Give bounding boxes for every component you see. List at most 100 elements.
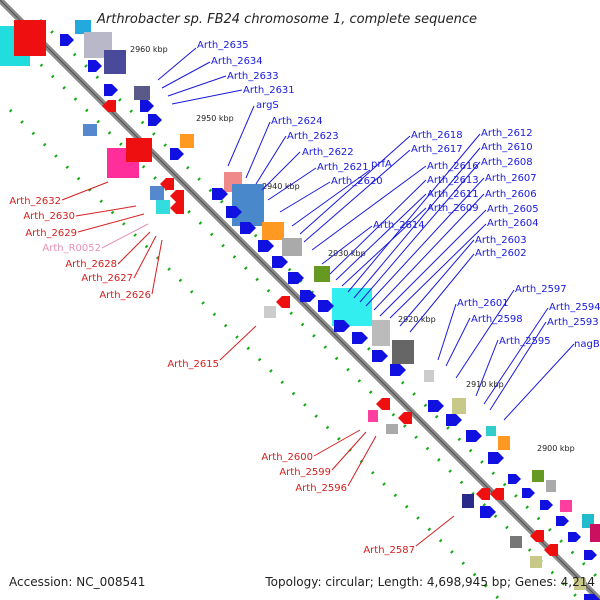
gene-arrow bbox=[160, 178, 174, 190]
gene-block bbox=[264, 306, 276, 318]
gene-arrow bbox=[288, 272, 304, 284]
gene-arrow bbox=[170, 190, 184, 202]
gene-arrow bbox=[584, 594, 600, 600]
gene-arrow bbox=[556, 516, 569, 526]
gene-label: Arth_2594 bbox=[549, 302, 600, 313]
gene-label: Arth_2603 bbox=[475, 235, 527, 246]
gene-arrow bbox=[508, 474, 521, 484]
gene-arrow bbox=[490, 488, 504, 500]
gene-block bbox=[262, 222, 284, 240]
gene-block bbox=[134, 86, 150, 100]
gene-arrow bbox=[480, 506, 496, 518]
gene-label: Arth_2624 bbox=[271, 116, 323, 127]
gene-block bbox=[462, 494, 474, 508]
gene-block bbox=[232, 184, 264, 226]
gene-block bbox=[332, 288, 372, 326]
gene-block bbox=[546, 480, 556, 492]
gene-arrow bbox=[170, 202, 184, 214]
gene-arrow bbox=[276, 296, 290, 308]
gene-block bbox=[372, 320, 390, 346]
gene-arrow bbox=[488, 452, 504, 464]
gene-label: Arth_2604 bbox=[487, 218, 539, 229]
gene-arrow bbox=[372, 350, 388, 362]
gene-block bbox=[532, 470, 544, 482]
gene-arrow bbox=[240, 222, 256, 234]
reverse-gene-arrows bbox=[102, 100, 558, 556]
gene-label: prfA bbox=[371, 159, 392, 170]
tick-guide-lower bbox=[8, 108, 502, 600]
gene-block bbox=[150, 186, 164, 200]
gene-label: Arth_2614 bbox=[373, 220, 425, 231]
gene-arrow bbox=[300, 290, 316, 302]
scale-mark: 2910 kbp bbox=[466, 380, 504, 389]
gene-block bbox=[156, 200, 170, 214]
gene-arrow bbox=[466, 430, 482, 442]
gene-arrow bbox=[272, 256, 288, 268]
gene-label: Arth_2623 bbox=[287, 131, 339, 142]
gene-arrow bbox=[60, 34, 74, 46]
gene-block bbox=[314, 266, 330, 282]
gene-arrow bbox=[334, 320, 350, 332]
gene-arrow bbox=[148, 114, 162, 126]
gene-label: nagB bbox=[574, 339, 600, 350]
gene-arrow bbox=[544, 544, 558, 556]
gene-block bbox=[498, 436, 510, 450]
gene-label: Arth_2605 bbox=[487, 204, 539, 215]
gene-label: Arth_2601 bbox=[457, 298, 509, 309]
gene-block bbox=[530, 556, 542, 568]
gene-block bbox=[486, 426, 496, 436]
gene-block bbox=[282, 238, 302, 256]
forward-gene-arrows bbox=[60, 34, 600, 600]
map-title: Arthrobacter sp. FB24 chromosome 1, comp… bbox=[96, 12, 477, 27]
scale-marks: 2960 kbp 2950 kbp 2940 kbp 2930 kbp 2920… bbox=[130, 45, 575, 453]
gene-block bbox=[510, 536, 522, 548]
gene-label: Arth_2596 bbox=[295, 483, 347, 494]
scale-mark: 2920 kbp bbox=[398, 315, 436, 324]
gene-block bbox=[392, 340, 414, 364]
gene-arrow bbox=[140, 100, 154, 112]
gene-label: Arth_2632 bbox=[9, 196, 61, 207]
gene-block bbox=[104, 50, 126, 74]
gene-arrow bbox=[584, 550, 597, 560]
gene-arrow bbox=[376, 398, 390, 410]
gene-label: Arth_2622 bbox=[302, 147, 354, 158]
gene-block bbox=[180, 134, 194, 148]
gene-block bbox=[14, 20, 46, 56]
gene-arrow bbox=[170, 148, 184, 160]
gene-label: Arth_2595 bbox=[499, 336, 551, 347]
gene-label: Arth_2612 bbox=[481, 128, 533, 139]
gene-arrow bbox=[212, 188, 228, 200]
gene-label: Arth_2627 bbox=[81, 273, 133, 284]
gene-arrow bbox=[352, 332, 368, 344]
gene-label: Arth_2600 bbox=[261, 452, 313, 463]
gene-label: Arth_2621 bbox=[317, 162, 369, 173]
gene-block bbox=[574, 578, 586, 590]
gene-arrow bbox=[318, 300, 334, 312]
gene-arrow bbox=[258, 240, 274, 252]
gene-arrow bbox=[88, 60, 102, 72]
gene-label: Arth_2631 bbox=[243, 85, 295, 96]
gene-label: Arth_2635 bbox=[197, 40, 249, 51]
gene-label: Arth_2618 bbox=[411, 130, 463, 141]
gene-arrow bbox=[446, 414, 462, 426]
gene-label: Arth_2599 bbox=[279, 467, 331, 478]
topology-text: Topology: circular; Length: 4,698,945 bp… bbox=[264, 575, 595, 589]
gene-label: Arth_2615 bbox=[167, 359, 219, 370]
gene-label: Arth_2610 bbox=[481, 142, 533, 153]
gene-block bbox=[126, 138, 152, 162]
gene-label: argS bbox=[256, 100, 279, 111]
gene-label: Arth_2617 bbox=[411, 144, 463, 155]
gene-label: Arth_2616 bbox=[427, 161, 479, 172]
gene-arrow bbox=[428, 400, 444, 412]
gene-label: Arth_2620 bbox=[331, 176, 383, 187]
reverse-leaders bbox=[61, 181, 455, 547]
gene-label: Arth_2593 bbox=[547, 317, 599, 328]
accession-text: Accession: NC_008541 bbox=[9, 575, 145, 589]
forward-gene-labels: Arth_2635 Arth_2634 Arth_2633 Arth_2631 … bbox=[197, 40, 600, 350]
gene-label: Arth_2598 bbox=[471, 314, 523, 325]
gene-block bbox=[560, 500, 572, 512]
gene-label: Arth_2597 bbox=[515, 284, 567, 295]
gene-arrow bbox=[226, 206, 242, 218]
gene-arrow bbox=[102, 100, 116, 112]
